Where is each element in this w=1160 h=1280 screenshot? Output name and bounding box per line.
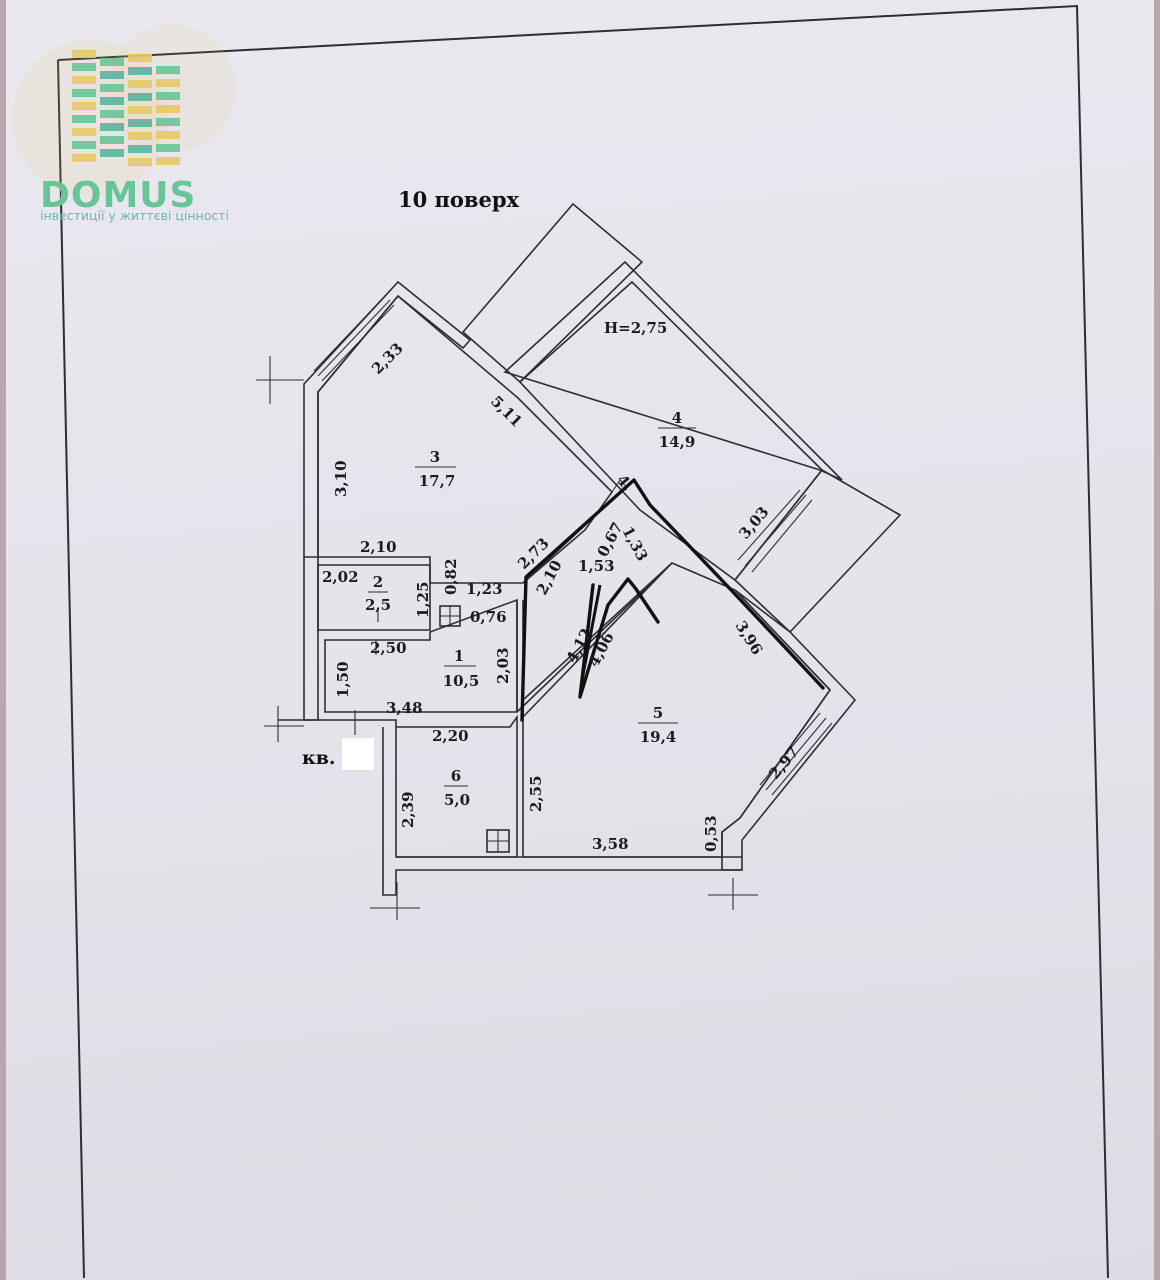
logo-bar [100,71,124,79]
room-5-outline [522,562,832,858]
ceiling-height: Н=2,75 [604,319,667,337]
redaction-box [342,738,374,770]
logo-bar [156,157,180,165]
logo-bar [128,93,152,101]
dim-0-67: 0,67 [594,519,627,560]
room-3-outer-wall [303,280,472,558]
dim-1-33: 1,33 [618,523,651,564]
logo-bar [128,54,152,62]
logo-bar [156,118,180,126]
dim-1-53: 1,53 [578,557,615,575]
paper-sheet [6,0,1154,1280]
room-1-area: 10,5 [443,672,480,690]
room-6-outline [395,714,518,858]
dim-2-50: 2,50 [370,639,407,657]
logo-bar [100,123,124,131]
logo-bar [100,149,124,157]
logo-bar [156,105,180,113]
room-1-number: 1 [454,647,464,665]
logo-bar [156,79,180,87]
walls [256,202,902,920]
dim-2-03: 2,03 [494,647,512,684]
logo-bar [128,145,152,153]
dim-0-76: 0,76 [470,608,507,626]
room-3-outline [317,294,614,584]
room-5-area: 19,4 [640,728,677,746]
room-6-number: 6 [451,767,461,785]
room-3-number: 3 [430,448,440,466]
logo-bar [72,154,96,162]
room-3-area: 17,7 [419,472,456,490]
dim-2-10-a: 2,10 [360,538,397,556]
room-2-area: 2,5 [365,596,391,614]
dim-1-50: 1,50 [334,661,352,698]
sheet-frame [57,4,1109,1279]
logo-bar [156,66,180,74]
logo-bar [72,76,96,84]
dim-2-97: 2,97 [765,743,802,783]
balcony-right [733,468,902,634]
logo-bar [128,119,152,127]
logo-wordmark: DOMUS [40,175,196,216]
logo-bar [100,110,124,118]
logo-bar [72,50,96,58]
floor-title: 10 поверх [398,187,520,212]
dim-3-03: 3,03 [735,503,772,543]
dim-3-10: 3,10 [332,460,350,497]
dim-2-02: 2,02 [322,568,359,586]
balcony-top [461,202,644,384]
dim-1-23: 1,23 [466,580,503,598]
dim-2-55: 2,55 [527,775,545,812]
marker-annotation [520,478,825,722]
logo-bar [100,97,124,105]
room-4-outer-wall [503,260,843,481]
logo-bar [156,92,180,100]
logo-bar [100,136,124,144]
logo-bar [128,80,152,88]
dim-3-58: 3,58 [592,835,629,853]
logo-bar [128,132,152,140]
dim-3-48: 3,48 [386,699,423,717]
dim-4-x: 4, [613,471,637,495]
dim-1-25: 1,25 [414,581,432,618]
logo-tagline: інвестиції у життєві цінності [40,208,229,223]
room-5-number: 5 [653,704,663,722]
room-4-area: 14,9 [659,433,696,451]
logo-bar [72,141,96,149]
room-2-number: 2 [373,573,383,591]
dim-5-11: 5,11 [487,392,526,431]
logo-bar [128,106,152,114]
logo-bar [72,102,96,110]
dim-2-20: 2,20 [432,727,469,745]
logo-bar [72,89,96,97]
room-4-outline [518,280,824,582]
logo-bar [72,128,96,136]
logo-bar [128,158,152,166]
logo-bar [156,131,180,139]
domus-logo: DOMUS інвестиції у життєві цінності [12,24,236,223]
sheet-frame-left [57,59,85,1279]
logo-building-icon [72,50,180,166]
room-6-area: 5,0 [444,791,470,809]
room-4-number: 4 [672,409,682,427]
dim-0-53: 0,53 [702,815,720,852]
apartment-label: кв. [302,747,336,769]
dim-0-82: 0,82 [442,558,460,595]
logo-bar [72,115,96,123]
dim-2-39: 2,39 [399,791,417,828]
logo-bar [100,84,124,92]
logo-bar [128,67,152,75]
dim-2-10-b: 2,10 [533,557,566,598]
logo-bar [100,58,124,66]
dim-2-33: 2,33 [368,339,407,378]
logo-bar [72,63,96,71]
logo-bar [156,144,180,152]
